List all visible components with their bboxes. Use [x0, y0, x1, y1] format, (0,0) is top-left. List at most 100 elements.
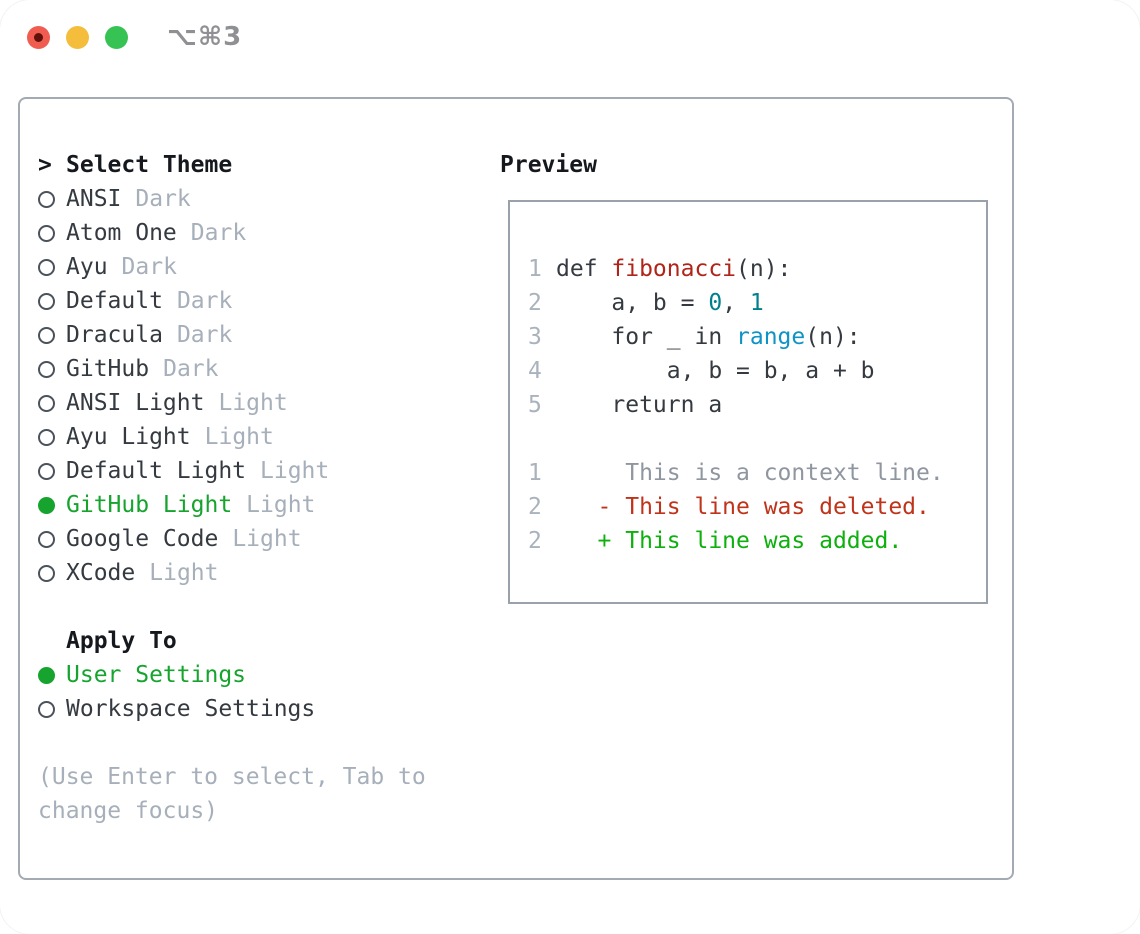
radio-selected-icon	[38, 666, 55, 684]
theme-option[interactable]: Atom One Dark	[38, 216, 478, 250]
apply-to-option[interactable]: Workspace Settings	[38, 692, 478, 726]
code-text: This is a context line.	[556, 460, 944, 486]
option-label: Dracula	[66, 322, 163, 348]
code-line: 5 return a	[528, 388, 986, 422]
theme-variant-label: Light	[246, 492, 316, 518]
theme-variant-label: Light	[149, 560, 219, 586]
theme-variant-label: Light	[218, 390, 288, 416]
spacer-row	[38, 590, 478, 624]
code-line: 2 a, b = 0, 1	[528, 286, 986, 320]
prompt-marker: >	[38, 152, 66, 178]
option-label: User Settings	[66, 662, 247, 688]
code-line: 2 - This line was deleted.	[528, 490, 986, 524]
line-number: 5	[528, 392, 542, 418]
radio-marker	[38, 666, 66, 684]
theme-option[interactable]: Ayu Light Light	[38, 420, 478, 454]
code-line: 2 + This line was added.	[528, 524, 986, 558]
radio-marker	[38, 428, 66, 446]
line-number: 2	[528, 290, 542, 316]
close-button[interactable]	[27, 26, 50, 49]
option-label: Atom One	[66, 220, 177, 246]
theme-variant-label: Dark	[163, 356, 219, 382]
code-text: return a	[556, 392, 723, 418]
theme-option[interactable]: GitHub Light Light	[38, 488, 478, 522]
preview-title: Preview	[500, 152, 597, 178]
line-number: 2	[528, 528, 542, 554]
radio-marker	[38, 564, 66, 582]
line-number: 4	[528, 358, 542, 384]
code-text: a, b = 0, 1	[556, 290, 764, 316]
window-shortcut-label: ⌥⌘3	[167, 22, 243, 52]
radio-marker	[38, 496, 66, 514]
theme-option[interactable]: ANSI Light Light	[38, 386, 478, 420]
code-text: + This line was added.	[556, 528, 903, 554]
line-number: 2	[528, 494, 542, 520]
code-line: 1 This is a context line.	[528, 456, 986, 490]
radio-selected-icon	[38, 496, 55, 514]
line-number: 1	[528, 460, 542, 486]
radio-marker	[38, 700, 66, 718]
radio-unselected-icon	[38, 258, 55, 276]
code-text: - This line was deleted.	[556, 494, 930, 520]
theme-option[interactable]: XCode Light	[38, 556, 478, 590]
close-dot-icon	[34, 33, 43, 42]
theme-variant-label: Dark	[121, 254, 177, 280]
radio-marker	[38, 224, 66, 242]
zoom-button[interactable]	[105, 26, 128, 49]
option-label: Ayu Light	[66, 424, 191, 450]
radio-unselected-icon	[38, 462, 55, 480]
line-number: 1	[528, 256, 542, 282]
theme-picker-header: > Select Theme	[38, 148, 478, 182]
apply-to-title: Apply To	[66, 628, 177, 654]
radio-unselected-icon	[38, 530, 55, 548]
code-line: 4 a, b = b, a + b	[528, 354, 986, 388]
theme-option[interactable]: Ayu Dark	[38, 250, 478, 284]
option-label: ANSI Light	[66, 390, 205, 416]
theme-option[interactable]: GitHub Dark	[38, 352, 478, 386]
code-text: a, b = b, a + b	[556, 358, 875, 384]
option-label: Default	[66, 288, 163, 314]
theme-variant-label: Dark	[176, 322, 233, 348]
option-label: XCode	[66, 560, 136, 586]
theme-variant-label: Light	[260, 458, 330, 484]
radio-unselected-icon	[38, 224, 55, 242]
option-label: Workspace Settings	[66, 696, 316, 722]
radio-unselected-icon	[38, 564, 55, 582]
option-label: Ayu	[66, 254, 108, 280]
prompt-icon: >	[38, 152, 52, 178]
radio-unselected-icon	[38, 700, 55, 718]
traffic-lights	[27, 26, 128, 49]
radio-unselected-icon	[38, 360, 55, 378]
minimize-button[interactable]	[66, 26, 89, 49]
radio-unselected-icon	[38, 394, 55, 412]
theme-variant-label: Dark	[190, 220, 247, 246]
code-text: for _ in range(n):	[556, 324, 861, 350]
apply-to-option[interactable]: User Settings	[38, 658, 478, 692]
theme-variant-label: Light	[204, 424, 274, 450]
option-label: GitHub	[66, 356, 150, 382]
option-label: ANSI	[66, 186, 122, 212]
radio-marker	[38, 530, 66, 548]
titlebar: ⌥⌘3	[0, 0, 1140, 76]
radio-marker	[38, 258, 66, 276]
radio-unselected-icon	[38, 428, 55, 446]
radio-marker	[38, 394, 66, 412]
radio-marker	[38, 360, 66, 378]
apply-to-header: Apply To	[38, 624, 478, 658]
option-label: Google Code	[66, 526, 219, 552]
radio-marker	[38, 190, 66, 208]
theme-picker-title: Select Theme	[66, 152, 233, 178]
option-label: GitHub Light	[66, 492, 233, 518]
theme-option[interactable]: Dracula Dark	[38, 318, 478, 352]
hint-text: (Use Enter to select, Tab to change focu…	[38, 764, 426, 824]
